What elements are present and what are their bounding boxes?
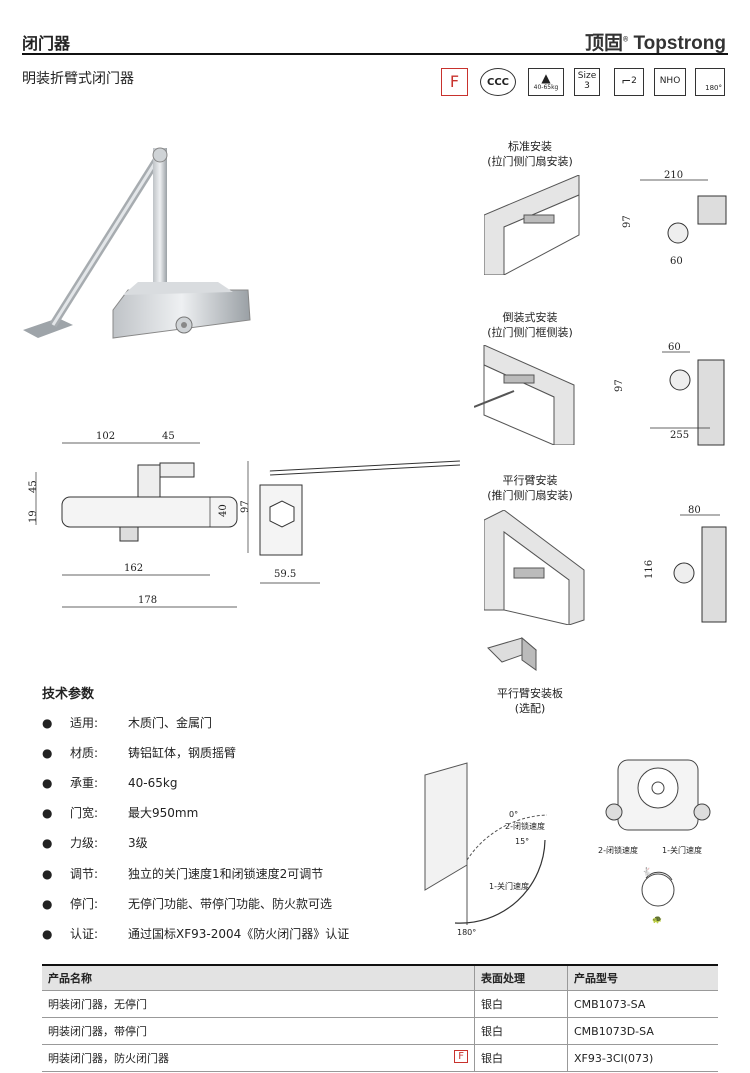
- spec-row: ●调节:独立的关门速度1和闭锁速度2可调节: [42, 867, 324, 881]
- install-standard-caption: 标准安装(拉门侧门扇安装): [487, 140, 573, 168]
- svg-text:15°: 15°: [515, 837, 529, 846]
- spec-row: ●材质:铸铝缸体，钢质摇臂: [42, 746, 237, 760]
- dim-19: 19: [28, 510, 39, 523]
- svg-text:1-关门速度: 1-关门速度: [662, 845, 702, 855]
- install-standard-dims: 210 97 60: [622, 170, 727, 267]
- col-header-model: 产品型号: [567, 964, 718, 991]
- install-parallel-dims: 80 116: [644, 505, 727, 623]
- svg-text:97: 97: [614, 379, 625, 392]
- spec-row: ●认证:通过国标XF93-2004《防火闭门器》认证: [42, 927, 350, 941]
- dim-45-v: 45: [28, 480, 39, 493]
- svg-text:2-闭锁速度: 2-闭锁速度: [505, 821, 545, 831]
- fire-rating-badge: F: [454, 1050, 468, 1063]
- install-parallel-image: [484, 510, 585, 625]
- col-header-name: 产品名称: [42, 964, 475, 991]
- svg-text:97: 97: [622, 215, 633, 228]
- product-subtitle: 明装折臂式闭门器: [22, 71, 134, 87]
- fire-rating-icon: F: [441, 68, 468, 96]
- dim-102: 102: [96, 431, 115, 442]
- svg-text:80: 80: [688, 505, 701, 516]
- col-header-finish: 表面处理: [474, 964, 568, 991]
- svg-text:255: 255: [670, 430, 689, 441]
- svg-text:🐇: 🐇: [642, 866, 652, 876]
- svg-text:180°: 180°: [457, 928, 476, 937]
- brand-cn: 顶固: [585, 33, 624, 54]
- product-table: 产品名称 表面处理 产品型号 明装闭门器，无停门 银白 CMB1073-SA 明…: [42, 964, 718, 1072]
- install-inverted-caption: 倒装式安装(拉门侧门框侧装): [487, 311, 573, 339]
- spec-row: ●适用:木质门、金属门: [42, 716, 213, 730]
- spec-row: ●承重:40-65kg: [42, 776, 178, 790]
- spec-row: ●门宽:最大950mm: [42, 806, 199, 820]
- table-row: 明装闭门器，带停门 银白 CMB1073D-SA: [42, 1017, 718, 1045]
- table-row: 明装闭门器，无停门 银白 CMB1073-SA: [42, 990, 718, 1018]
- svg-text:2-闭锁速度: 2-闭锁速度: [598, 845, 638, 855]
- valve-diagram: 2-闭锁速度 1-关门速度 🐇 🐢: [598, 759, 711, 924]
- dim-40: 40: [218, 504, 229, 517]
- svg-text:60: 60: [668, 342, 681, 353]
- dim-59-5: 59.5: [274, 569, 296, 580]
- spec-row: ●停门:无停门功能、带停门功能、防火款可选: [42, 897, 333, 911]
- mounting-plate-image: [487, 636, 537, 671]
- svg-text:60: 60: [670, 256, 683, 267]
- nho-icon: NHO: [654, 68, 686, 96]
- specs-heading: 技术参数: [42, 687, 95, 702]
- ccc-cert-icon: CCC: [480, 68, 516, 96]
- brand-en: Topstrong: [633, 33, 726, 54]
- install-inverted-dims: 60 97 255: [614, 342, 725, 446]
- angle-icon: 180°: [695, 68, 725, 96]
- dim-97: 97: [240, 500, 251, 513]
- mounting-plate-caption: 平行臂安装板(选配): [497, 687, 563, 715]
- svg-text:0°: 0°: [509, 810, 518, 819]
- install-standard-image: [484, 175, 580, 275]
- product-photo: [23, 147, 251, 339]
- svg-text:210: 210: [664, 170, 683, 181]
- speed-diagram: 0° 2-闭锁速度 15° 1-关门速度 180°: [424, 762, 548, 937]
- dim-162: 162: [124, 563, 143, 574]
- install-inverted-image: [474, 345, 575, 445]
- page-title: 闭门器: [22, 34, 71, 53]
- install-parallel-caption: 平行臂安装(推门侧门扇安装): [487, 474, 573, 502]
- dim-45: 45: [162, 431, 175, 442]
- svg-text:🐢: 🐢: [652, 915, 662, 924]
- svg-text:116: 116: [644, 560, 655, 579]
- header-rule: [22, 53, 728, 55]
- dim-178: 178: [138, 595, 157, 606]
- hand-icon: ⌐2: [614, 68, 644, 96]
- spec-row: ●力级:3级: [42, 836, 148, 850]
- svg-text:1-关门速度: 1-关门速度: [489, 881, 529, 891]
- table-header-row: 产品名称 表面处理 产品型号: [42, 964, 718, 991]
- size-icon: Size 3: [574, 68, 600, 96]
- technical-drawing: 102 45 19 45 40 162 178 97 59.5: [28, 431, 460, 608]
- weight-icon: ▲40-65kg: [528, 68, 564, 96]
- brand-logo: 顶固® Topstrong: [585, 33, 726, 54]
